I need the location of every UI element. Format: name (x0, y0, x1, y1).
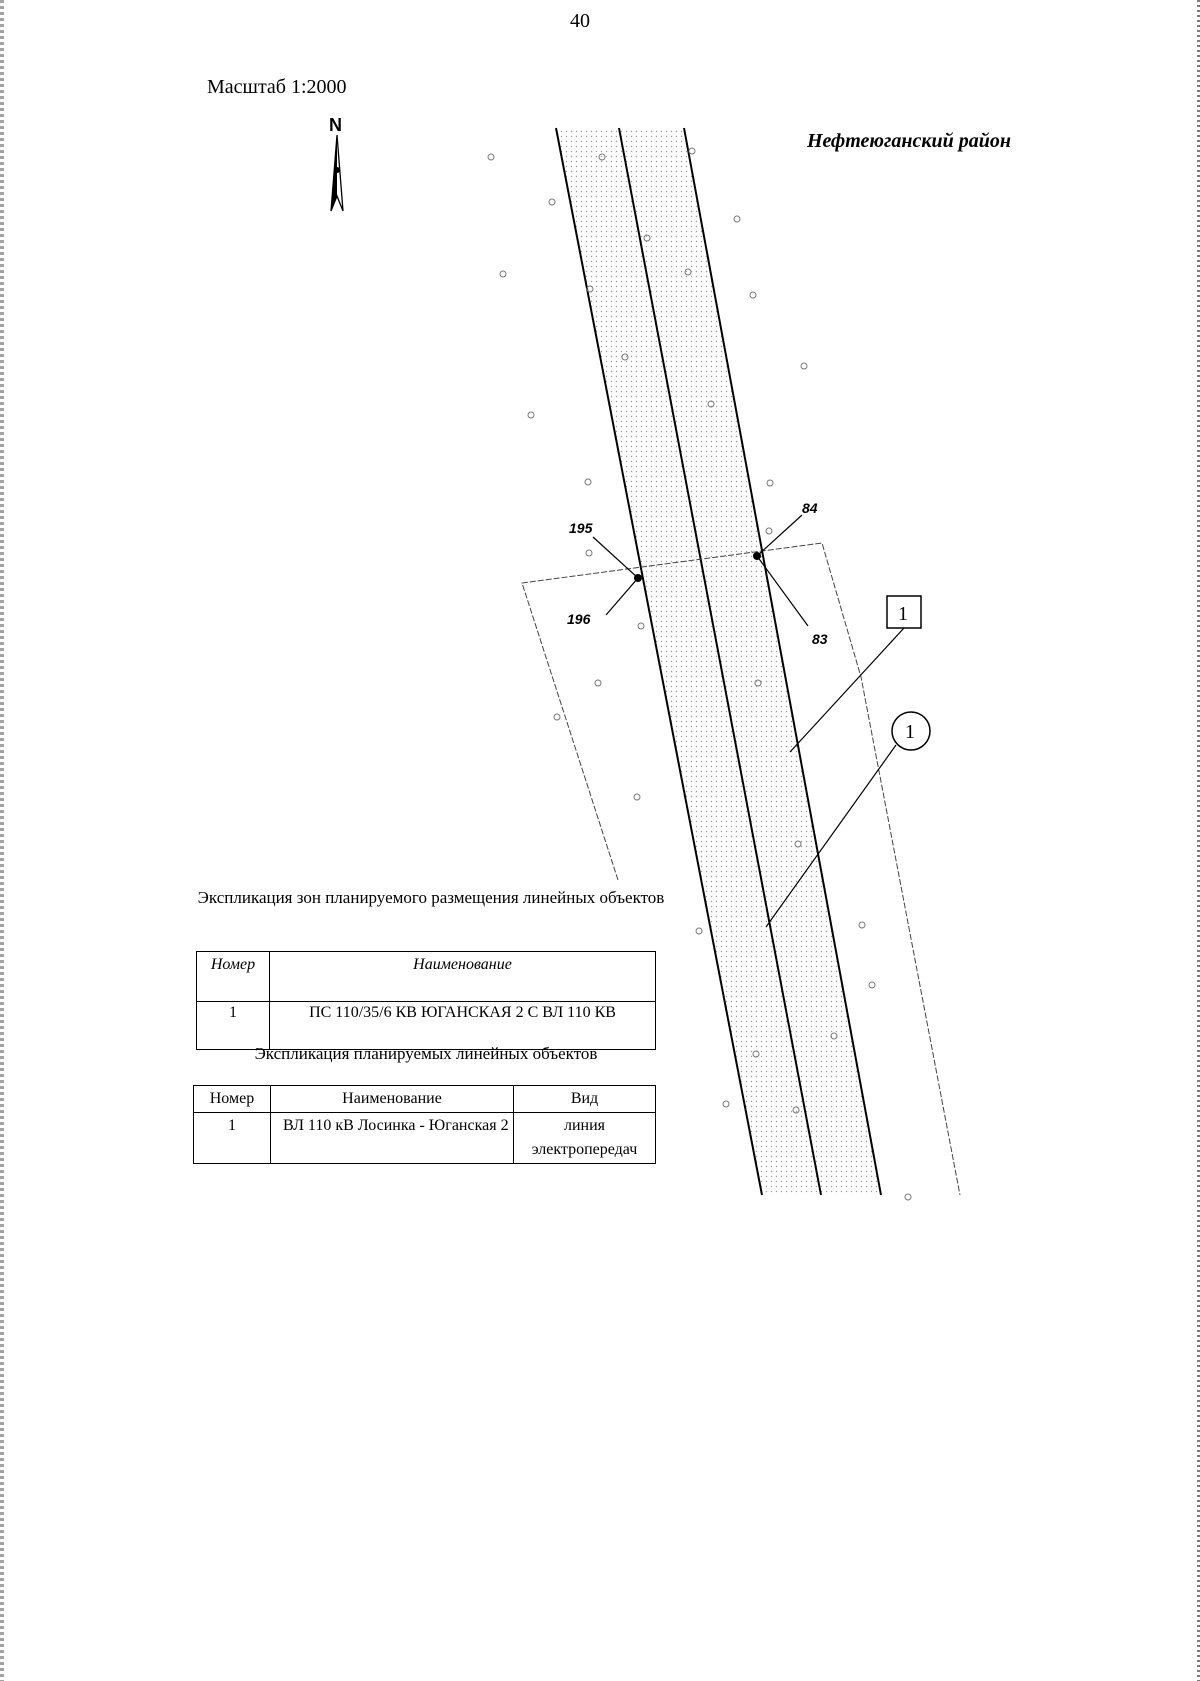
boundary-points: 195 196 84 83 (567, 500, 828, 647)
objects-table: Номер Наименование Вид 1 ВЛ 110 кВ Лосин… (193, 1085, 656, 1164)
table2-cell-number: 1 (193, 1112, 271, 1164)
table2-title: Экспликация планируемых линейных объекто… (254, 1044, 598, 1063)
corridor-center-line (618, 127, 822, 1196)
corridor-left-edge (555, 127, 763, 1196)
table2-header-name: Наименование (270, 1085, 514, 1113)
table1-cell-name: ПС 110/35/6 КВ ЮГАНСКАЯ 2 С ВЛ 110 КВ (269, 1001, 656, 1050)
zone-marker: 1 (789, 595, 922, 753)
north-arrow-icon: N (329, 115, 344, 212)
terrain-symbols (487, 147, 912, 1201)
page-number: 40 (570, 10, 590, 32)
point-195-label: 195 (569, 520, 593, 536)
point-83-label: 83 (812, 631, 828, 647)
table1-header-number: Номер (196, 951, 270, 1002)
table-row: 1 ВЛ 110 кВ Лосинка - Юганская 2 линия э… (193, 1112, 656, 1164)
zone-marker-label: 1 (898, 603, 908, 625)
table2-cell-name: ВЛ 110 кВ Лосинка - Юганская 2 (270, 1112, 514, 1164)
corridor-band (556, 128, 881, 1195)
zones-table: Номер Наименование 1 ПС 110/35/6 КВ ЮГАН… (196, 951, 656, 1050)
object-marker-label: 1 (905, 721, 915, 743)
zone-boundary (521, 542, 961, 1196)
table2-header-number: Номер (193, 1085, 271, 1113)
table1-title: Экспликация зон планируемого размещения … (197, 888, 665, 907)
table2-cell-type: линия электропередач (513, 1112, 656, 1164)
table1-cell-number: 1 (196, 1001, 270, 1050)
table2-header-type: Вид (513, 1085, 656, 1113)
table-row: 1 ПС 110/35/6 КВ ЮГАНСКАЯ 2 С ВЛ 110 КВ (196, 1001, 656, 1050)
point-196-label: 196 (567, 611, 591, 627)
corridor-right-edge (683, 127, 882, 1196)
map-scale: Масштаб 1:2000 (207, 76, 347, 98)
scan-edge-left (0, 0, 4, 1681)
scan-edge-right (1197, 0, 1200, 1681)
object-marker: 1 (765, 711, 931, 928)
district-name: Нефтеюганский район (807, 130, 1011, 152)
table1-header-name: Наименование (269, 951, 656, 1002)
point-84-label: 84 (802, 500, 818, 516)
north-label: N (329, 115, 342, 135)
